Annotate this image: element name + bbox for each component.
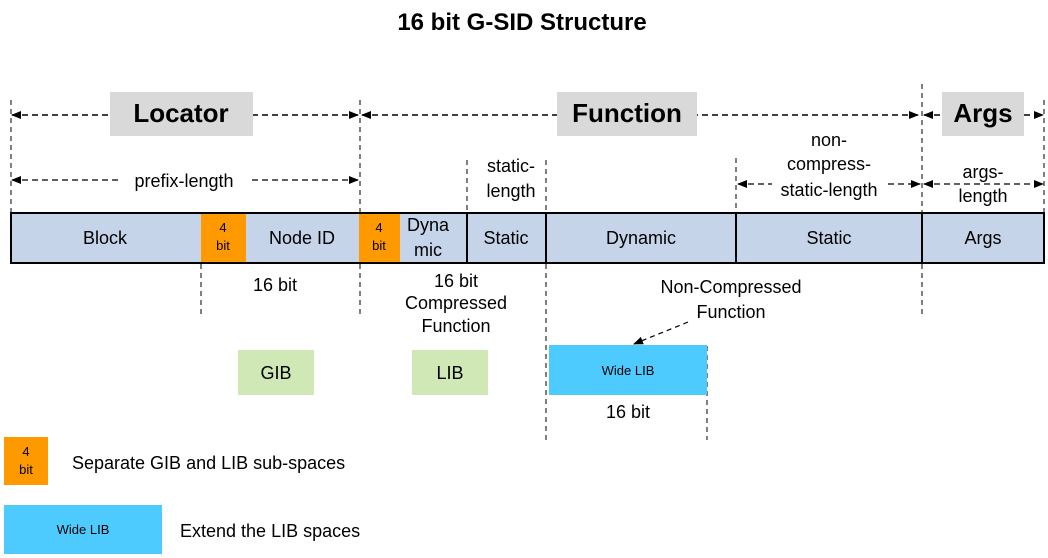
cell-dynamic-short-2: mic bbox=[414, 240, 442, 260]
cell-bit4-a-unit: bit bbox=[216, 238, 230, 253]
args-length-label-1: args- bbox=[962, 162, 1003, 182]
noncompressed-function-1: Non-Compressed bbox=[660, 277, 801, 297]
cell-dynamic: Dynamic bbox=[606, 228, 676, 248]
static-length-label-2: length bbox=[486, 181, 535, 201]
function-header-box bbox=[557, 92, 697, 136]
compressed-function-3: Function bbox=[421, 316, 490, 336]
cell-bit4-b-unit: bit bbox=[372, 238, 386, 253]
noncompress-label-bg bbox=[772, 180, 888, 200]
label-16bit-wide-lib: 16 bit bbox=[606, 402, 650, 422]
legend-wide-lib-text: Extend the LIB spaces bbox=[180, 521, 360, 541]
cell-static: Static bbox=[483, 228, 528, 248]
gib-box bbox=[238, 350, 314, 395]
compressed-function-2: Compressed bbox=[405, 293, 507, 313]
bar-dividers bbox=[466, 213, 923, 263]
gsid-bar-border bbox=[10, 212, 1045, 264]
noncompress-label-3: static-length bbox=[780, 180, 877, 200]
locator-header: Locator bbox=[133, 98, 228, 128]
noncompress-label-2: compress- bbox=[787, 154, 871, 174]
legend-bit4-text: Separate GIB and LIB sub-spaces bbox=[72, 453, 345, 473]
prefix-length-label: prefix-length bbox=[134, 171, 233, 191]
cell-static-2: Static bbox=[806, 228, 851, 248]
legend-wide-lib-box bbox=[4, 505, 162, 554]
compressed-function-1: 16 bit bbox=[434, 271, 478, 291]
legend-bit4-box bbox=[4, 437, 48, 485]
noncompress-label-1: non- bbox=[811, 130, 847, 150]
diagram-title: 16 bit G-SID Structure bbox=[397, 9, 646, 36]
args-length-label-2: length bbox=[958, 186, 1007, 206]
args-length-bg bbox=[950, 188, 1016, 208]
cell-dynamic-short-1: Dyna bbox=[407, 215, 450, 235]
gib-label: GIB bbox=[260, 363, 291, 383]
cell-args: Args bbox=[964, 228, 1001, 248]
noncompressed-pointer-arrow bbox=[633, 321, 689, 345]
cell-bit4-a-num: 4 bbox=[219, 220, 226, 235]
bit4-block-b bbox=[359, 213, 400, 263]
bit4-block-a bbox=[201, 213, 246, 263]
locator-header-box bbox=[110, 92, 253, 136]
cell-bit4-b-num: 4 bbox=[375, 220, 382, 235]
label-16bit-locator: 16 bit bbox=[253, 275, 297, 295]
prefix-length-bg bbox=[118, 170, 250, 192]
wide-lib-box bbox=[549, 345, 707, 395]
function-header: Function bbox=[572, 98, 682, 128]
args-header-box bbox=[942, 92, 1024, 136]
noncompressed-function-2: Function bbox=[696, 302, 765, 322]
lib-label: LIB bbox=[436, 363, 463, 383]
legend-wide-lib-label: Wide LIB bbox=[57, 522, 110, 537]
legend-bit4-unit: bit bbox=[19, 462, 33, 477]
legend-bit4-num: 4 bbox=[22, 444, 29, 459]
cell-block: Block bbox=[83, 228, 128, 248]
static-length-label-1: static- bbox=[487, 156, 535, 176]
args-header: Args bbox=[953, 98, 1012, 128]
wide-lib-label: Wide LIB bbox=[602, 363, 655, 378]
lib-box bbox=[412, 350, 488, 395]
cell-node-id: Node ID bbox=[269, 228, 335, 248]
